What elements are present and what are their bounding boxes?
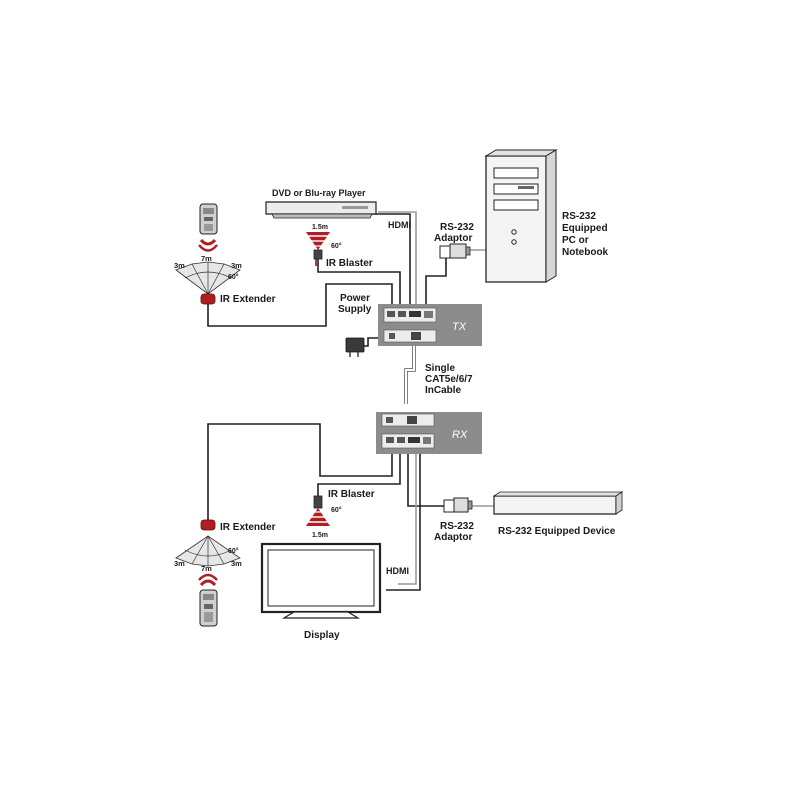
label-tx: TX	[452, 321, 467, 333]
ir-fan-bottom	[175, 535, 241, 567]
label-power-supply-line2: Supply	[338, 304, 372, 315]
ir-extender-tx-icon	[200, 293, 216, 305]
remote-top-icon	[199, 203, 218, 235]
tx-unit-icon	[378, 304, 482, 346]
dvd-player-icon	[265, 201, 377, 219]
ir-signal-bottom-icon	[198, 573, 218, 587]
label-rx: RX	[452, 429, 468, 441]
label-display: Display	[304, 630, 340, 641]
label-cable-line1: Single	[425, 363, 455, 374]
rx-unit-icon	[376, 412, 482, 454]
label-dvd: DVD or Blu-ray Player	[272, 188, 366, 198]
label-irblaster-rx: IR Blaster	[328, 489, 375, 500]
label-power-supply: Power Supply	[338, 293, 373, 315]
label-7m-top: 7m	[201, 254, 212, 263]
label-pc: RS-232 Equipped PC or Notebook	[562, 211, 610, 258]
rs232-adaptor-rx-icon	[443, 497, 473, 513]
label-rs232-adaptor-rx: RS-232 Adaptor	[434, 521, 477, 543]
label-irextender-tx: IR Extender	[220, 294, 276, 305]
ir-blaster-rx-plug	[313, 495, 323, 509]
label-rs232-adaptor-rx-line2: Adaptor	[434, 532, 472, 543]
label-pc-line4: Notebook	[562, 247, 609, 258]
label-power-supply-line1: Power	[340, 293, 370, 304]
power-supply-icon	[345, 337, 365, 357]
ir-extender-rx-icon	[200, 519, 216, 531]
ir-signal-top-icon	[198, 238, 218, 252]
label-3m-right-bottom: 3m	[231, 559, 242, 568]
label-hdmi-tx: HDMI	[388, 220, 411, 230]
rs232-device-icon	[492, 491, 624, 515]
label-cable-line3: InCable	[425, 385, 462, 396]
label-rs232-adaptor-tx-line2: Adaptor	[434, 233, 472, 244]
label-pc-line2: Equipped	[562, 223, 608, 234]
label-blaster-len-rx: 1.5m	[312, 532, 328, 539]
ir-blaster-tx-plug	[313, 249, 323, 260]
label-pc-line1: RS-232	[562, 211, 596, 222]
label-cable: Single CAT5e/6/7 InCable	[425, 363, 475, 396]
label-rs232-adaptor-tx-line1: RS-232	[440, 222, 474, 233]
label-blaster-angle-tx: 60°	[331, 242, 342, 250]
label-3m-left-top: 3m	[174, 261, 185, 270]
display-icon	[260, 542, 382, 619]
label-rs232-device: RS-232 Equipped Device	[498, 526, 616, 537]
remote-bottom-icon	[199, 589, 218, 627]
label-7m-bottom: 7m	[201, 564, 212, 573]
label-60-top: 60°	[228, 273, 239, 281]
rs232-adaptor-tx-icon	[439, 243, 471, 259]
label-cable-line2: CAT5e/6/7	[425, 374, 473, 385]
label-blaster-len-tx: 1.5m	[312, 224, 328, 231]
label-hdmi-rx: HDMI	[386, 566, 409, 576]
label-3m-right-top: 3m	[231, 261, 242, 270]
label-3m-left-bottom: 3m	[174, 559, 185, 568]
label-blaster-angle-rx: 60°	[331, 506, 342, 514]
label-rs232-adaptor-tx: RS-232 Adaptor	[434, 222, 477, 244]
label-irblaster-tx: IR Blaster	[326, 258, 373, 269]
ir-blaster-tx-cone	[306, 232, 330, 250]
label-irextender-rx: IR Extender	[220, 522, 276, 533]
label-60-bottom: 60°	[228, 547, 239, 555]
ir-blaster-rx-cone	[306, 508, 330, 526]
pc-tower-icon	[484, 149, 558, 283]
label-pc-line3: PC or	[562, 235, 589, 246]
label-rs232-adaptor-rx-line1: RS-232	[440, 521, 474, 532]
